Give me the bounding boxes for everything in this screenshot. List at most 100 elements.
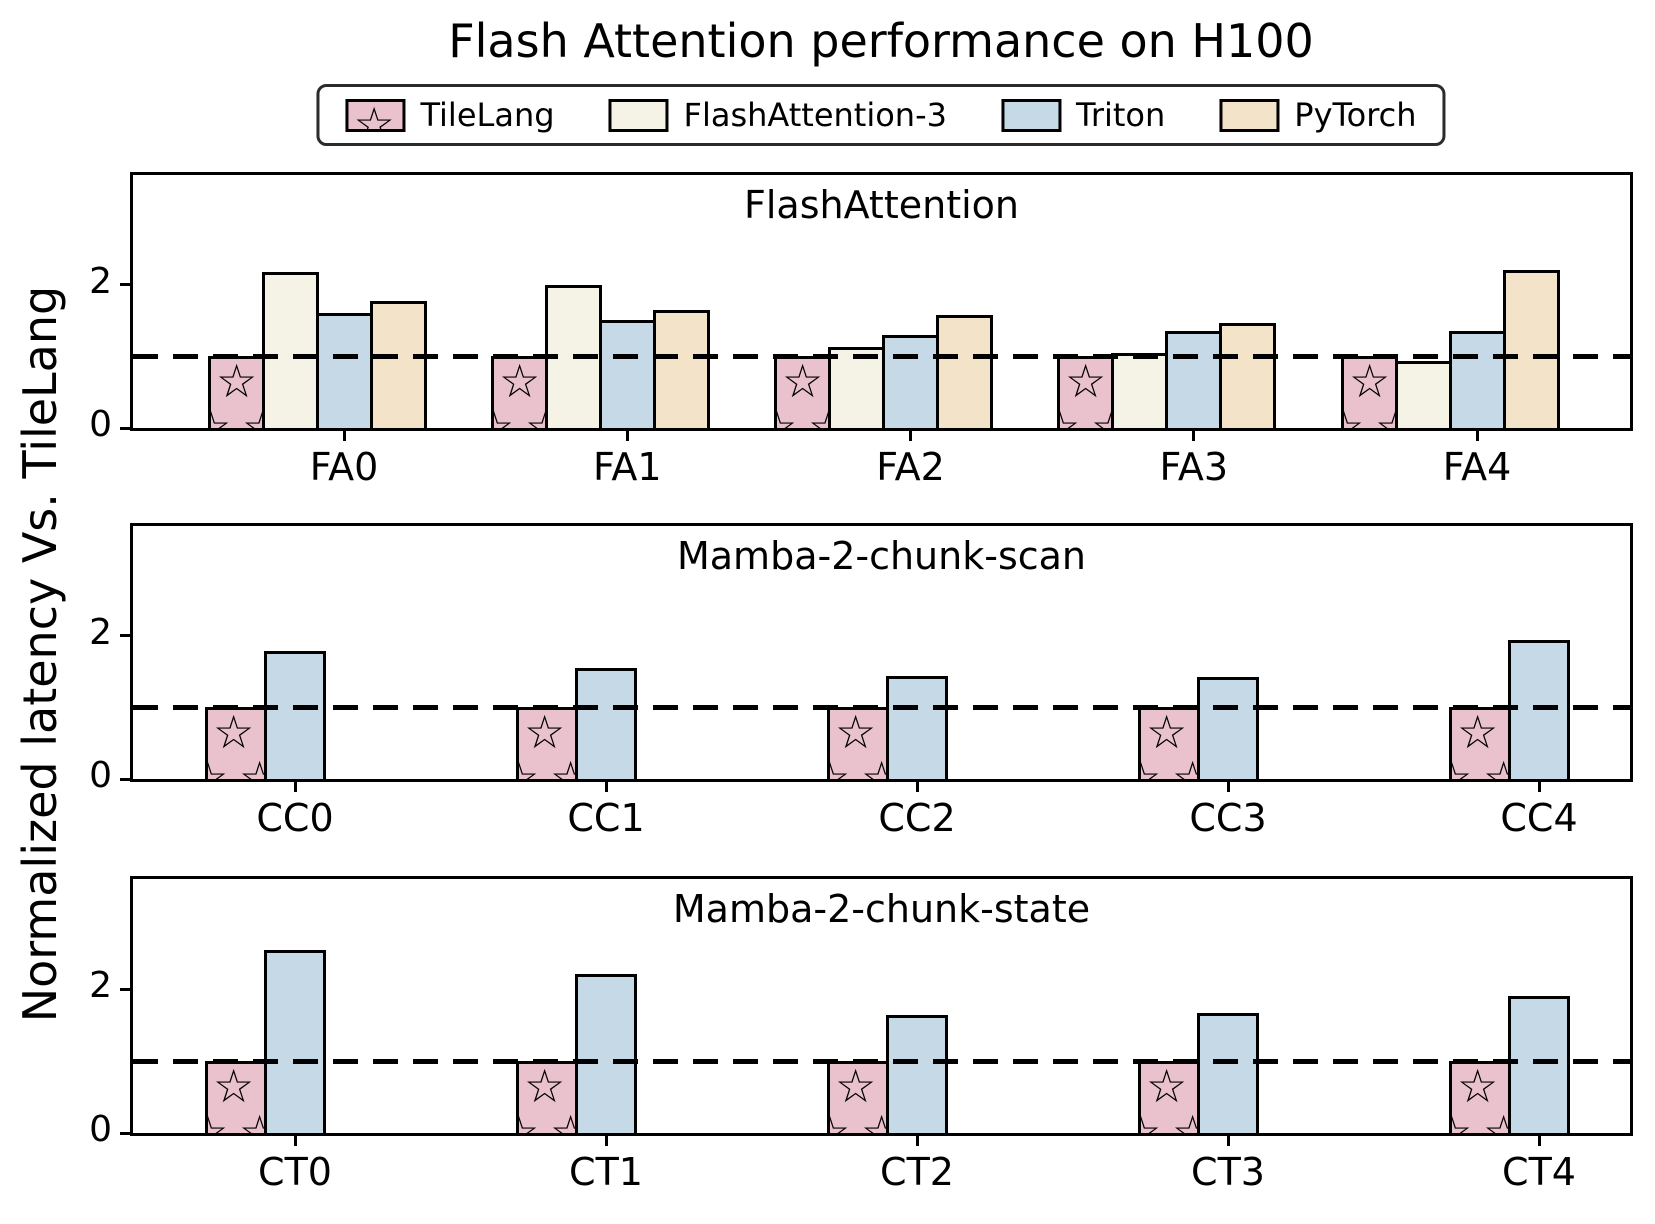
legend-label: FlashAttention-3	[683, 96, 947, 134]
bar-FA0-triton	[316, 313, 373, 428]
bar-FA1-tilelang: ☆☆☆☆☆	[491, 356, 548, 428]
star-hatch-glyph: ☆	[1483, 1109, 1508, 1133]
bar-CT2-tilelang: ☆☆☆☆☆	[827, 1061, 889, 1133]
legend-label: TileLang	[420, 96, 555, 134]
x-tick-FA0	[342, 431, 346, 441]
subplot-title: Mamba-2-chunk-scan	[676, 534, 1087, 578]
x-tick-label-CC4: CC4	[1500, 796, 1578, 840]
bar-FA3-flashattention-3	[1111, 353, 1168, 428]
subplot-title: Mamba-2-chunk-state	[672, 887, 1091, 931]
bar-CT0-triton	[264, 950, 326, 1133]
bar-FA0-pytorch	[370, 301, 427, 428]
star-hatch-glyph: ☆	[550, 1109, 575, 1133]
bar-CT3-tilelang: ☆☆☆☆☆	[1138, 1061, 1200, 1133]
legend-swatch-tilelang: ☆☆☆☆☆	[345, 98, 406, 132]
star-hatch-glyph: ☆	[239, 1109, 264, 1133]
y-axis-label: Normalized latency Vs. TileLang	[13, 285, 67, 1023]
x-tick-CT0	[293, 1136, 297, 1146]
star-hatch-glyph: ☆	[1172, 1109, 1197, 1133]
bar-CC0-triton	[264, 651, 326, 779]
x-tick-label-CC0: CC0	[256, 796, 334, 840]
star-hatch-glyph: ☆	[550, 755, 575, 779]
legend-swatch-flashattention-3	[608, 98, 669, 132]
legend-swatch-triton	[1000, 98, 1061, 132]
bar-FA0-tilelang: ☆☆☆☆☆	[208, 356, 265, 428]
star-hatch-glyph: ☆	[1349, 356, 1391, 408]
bar-FA1-pytorch	[653, 310, 710, 428]
bar-CT0-tilelang: ☆☆☆☆☆	[205, 1061, 267, 1133]
subplot-2-axes: Mamba-2-chunk-state☆☆☆☆☆☆☆☆☆☆☆☆☆☆☆☆☆☆☆☆☆…	[130, 876, 1633, 1136]
y-tick-2	[120, 283, 130, 287]
bar-CC3-triton	[1197, 677, 1259, 779]
bar-FA2-tilelang: ☆☆☆☆☆	[774, 356, 831, 428]
y-tick-label-2: 2	[89, 611, 112, 653]
x-tick-FA1	[625, 431, 629, 441]
y-tick-label-0: 0	[89, 1109, 112, 1150]
star-hatch-glyph: ☆	[1452, 755, 1472, 779]
y-tick-2	[120, 634, 130, 638]
x-tick-label-CC3: CC3	[1189, 796, 1267, 840]
x-tick-FA2	[909, 431, 912, 441]
x-tick-CT4	[1537, 1136, 1541, 1146]
bar-FA2-flashattention-3	[828, 347, 885, 428]
star-hatch-glyph: ☆	[861, 1109, 886, 1133]
star-hatch-glyph: ☆	[835, 1061, 877, 1113]
x-tick-CT1	[604, 1136, 608, 1146]
star-hatch-glyph: ☆	[211, 404, 231, 428]
x-tick-label-FA3: FA3	[1159, 445, 1229, 489]
x-tick-label-CT2: CT2	[880, 1150, 954, 1194]
x-tick-CC1	[604, 782, 608, 792]
star-hatch-glyph: ☆	[830, 755, 850, 779]
x-tick-CC3	[1226, 782, 1230, 792]
bar-CT3-triton	[1197, 1013, 1259, 1133]
bar-FA3-tilelang: ☆☆☆☆☆	[1057, 356, 1114, 428]
y-tick-label-0: 0	[89, 404, 112, 445]
legend-item-tilelang: ☆☆☆☆☆ TileLang	[345, 96, 555, 134]
y-tick-0	[120, 426, 130, 430]
bar-CC2-triton	[886, 676, 948, 779]
bar-CC0-tilelang: ☆☆☆☆☆	[205, 707, 267, 779]
star-hatch-glyph: ☆	[830, 1109, 850, 1133]
x-tick-label-FA4: FA4	[1442, 445, 1512, 489]
legend-label: PyTorch	[1294, 96, 1417, 134]
bar-CT4-triton	[1508, 996, 1570, 1133]
star-hatch-glyph: ☆	[1452, 1109, 1472, 1133]
legend-item-triton: Triton	[1000, 96, 1165, 134]
bar-FA3-pytorch	[1219, 323, 1276, 428]
y-tick-label-0: 0	[89, 755, 112, 796]
y-tick-0	[120, 1131, 130, 1135]
bar-FA4-triton	[1449, 331, 1506, 428]
star-hatch-glyph: ☆	[216, 356, 258, 408]
bar-FA4-flashattention-3	[1395, 361, 1452, 428]
star-hatch-glyph: ☆	[1146, 1061, 1188, 1113]
y-tick-label-2: 2	[89, 260, 112, 302]
bar-FA0-flashattention-3	[262, 272, 319, 428]
x-tick-CT2	[915, 1136, 919, 1146]
bar-FA3-triton	[1165, 331, 1222, 428]
bar-CC1-tilelang: ☆☆☆☆☆	[516, 707, 578, 779]
star-hatch-glyph: ☆	[213, 707, 255, 759]
star-hatch-glyph: ☆	[519, 1109, 539, 1133]
x-tick-label-CC2: CC2	[878, 796, 956, 840]
legend-swatch-pytorch	[1219, 98, 1280, 132]
bar-CC1-triton	[575, 668, 637, 779]
star-hatch-glyph: ☆	[1457, 1061, 1499, 1113]
star-hatch-glyph: ☆	[1141, 755, 1161, 779]
star-hatch-glyph: ☆	[1344, 404, 1364, 428]
star-hatch-glyph: ☆	[524, 707, 566, 759]
legend-item-pytorch: PyTorch	[1219, 96, 1417, 134]
bar-CC3-tilelang: ☆☆☆☆☆	[1138, 707, 1200, 779]
star-hatch-glyph: ☆	[353, 98, 395, 132]
bar-FA2-pytorch	[936, 315, 993, 428]
star-hatch-glyph: ☆	[777, 404, 797, 428]
bar-FA4-pytorch	[1503, 270, 1560, 428]
x-tick-label-CT4: CT4	[1502, 1150, 1576, 1194]
bar-FA1-triton	[599, 320, 656, 428]
star-hatch-glyph: ☆	[213, 1061, 255, 1113]
legend-item-flashattention-3: FlashAttention-3	[608, 96, 947, 134]
star-hatch-glyph: ☆	[208, 1109, 228, 1133]
x-tick-CC2	[915, 782, 919, 792]
x-tick-label-FA0: FA0	[309, 445, 379, 489]
x-tick-CC4	[1537, 782, 1541, 792]
